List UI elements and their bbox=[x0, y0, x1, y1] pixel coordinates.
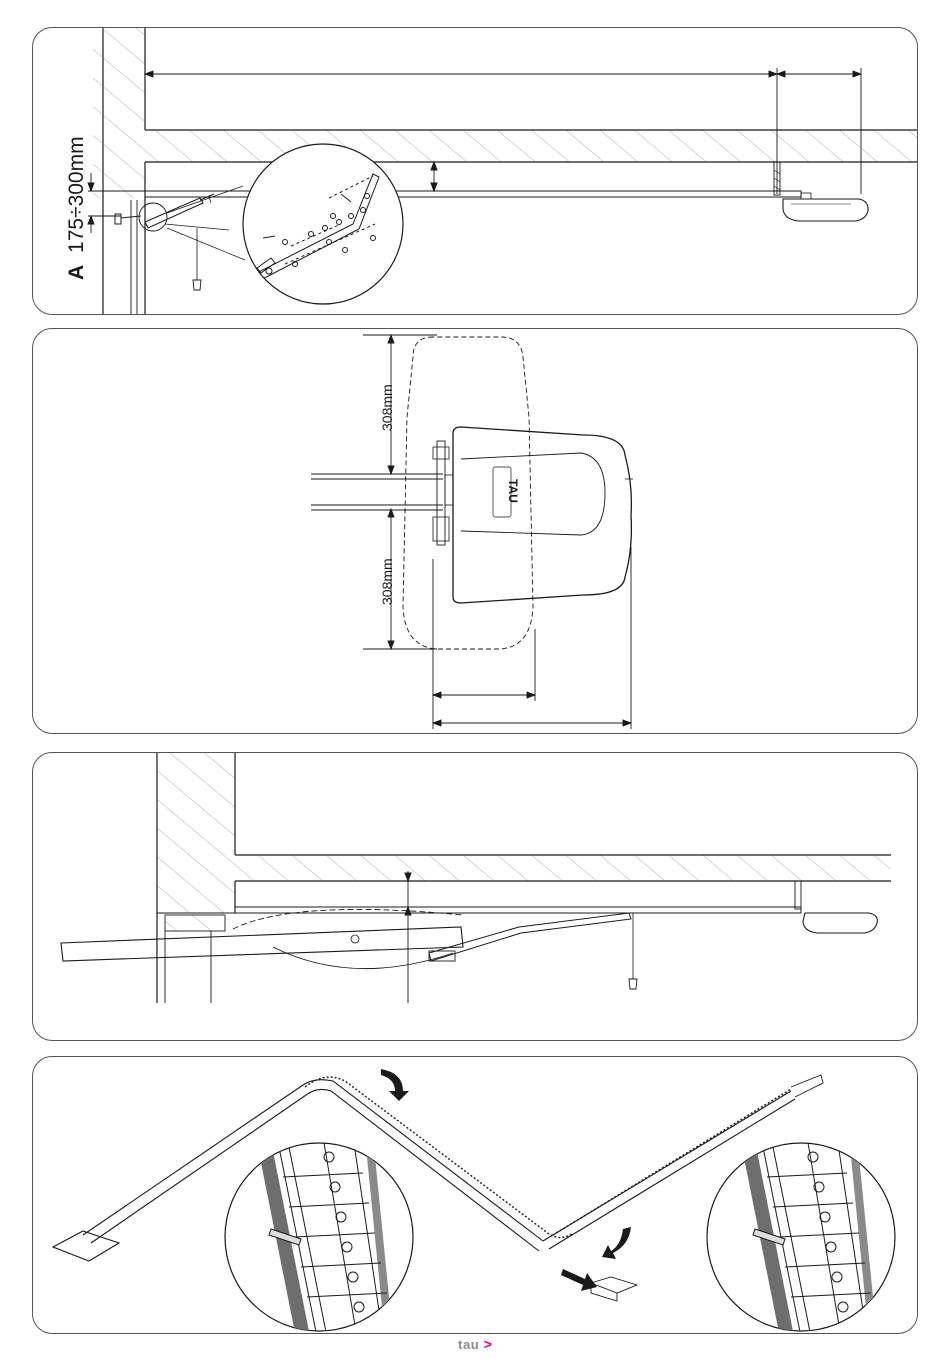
top-view-drawing: 308mm 308mm TAU bbox=[33, 329, 918, 734]
open-door-panel bbox=[61, 909, 631, 968]
height-value: 175÷300mm bbox=[65, 136, 88, 253]
hinge-bracket bbox=[591, 1277, 637, 1301]
footer-brand: tau > bbox=[0, 1336, 950, 1356]
brand-arrow-icon: > bbox=[484, 1336, 492, 1352]
top-dimension-label: 308mm bbox=[379, 384, 395, 431]
wall bbox=[103, 28, 145, 315]
rail bbox=[145, 162, 801, 197]
height-label: A 175÷300mm bbox=[65, 136, 88, 280]
door-elevation-drawing bbox=[33, 753, 918, 1041]
panel-side-elevation: A 175÷300mm bbox=[32, 27, 918, 315]
panel-top-view: 308mm 308mm TAU bbox=[32, 328, 918, 734]
side-elevation-drawing: A 175÷300mm bbox=[33, 28, 918, 315]
height-marker: A bbox=[65, 265, 88, 280]
door-arm bbox=[115, 194, 229, 290]
rail-and-motor bbox=[235, 871, 877, 1003]
rail-top-view bbox=[311, 474, 443, 510]
motor-brand-label: TAU bbox=[506, 479, 520, 503]
wall-and-ceiling bbox=[157, 753, 891, 1003]
panel-rail-assembly bbox=[32, 1056, 918, 1334]
bracket-detail-magnifier bbox=[167, 144, 403, 304]
motor-top-view bbox=[433, 427, 633, 603]
bottom-dimension-label: 308mm bbox=[379, 558, 395, 605]
brand-logo: tau bbox=[458, 1337, 479, 1352]
panel-door-elevation bbox=[32, 752, 918, 1041]
ceiling-slab bbox=[93, 28, 918, 198]
side-dimensions bbox=[363, 335, 437, 649]
rail-joint-detail-right bbox=[707, 1137, 895, 1334]
rail-assembly-drawing bbox=[33, 1057, 918, 1334]
rail-joint-detail-left bbox=[225, 1137, 413, 1334]
